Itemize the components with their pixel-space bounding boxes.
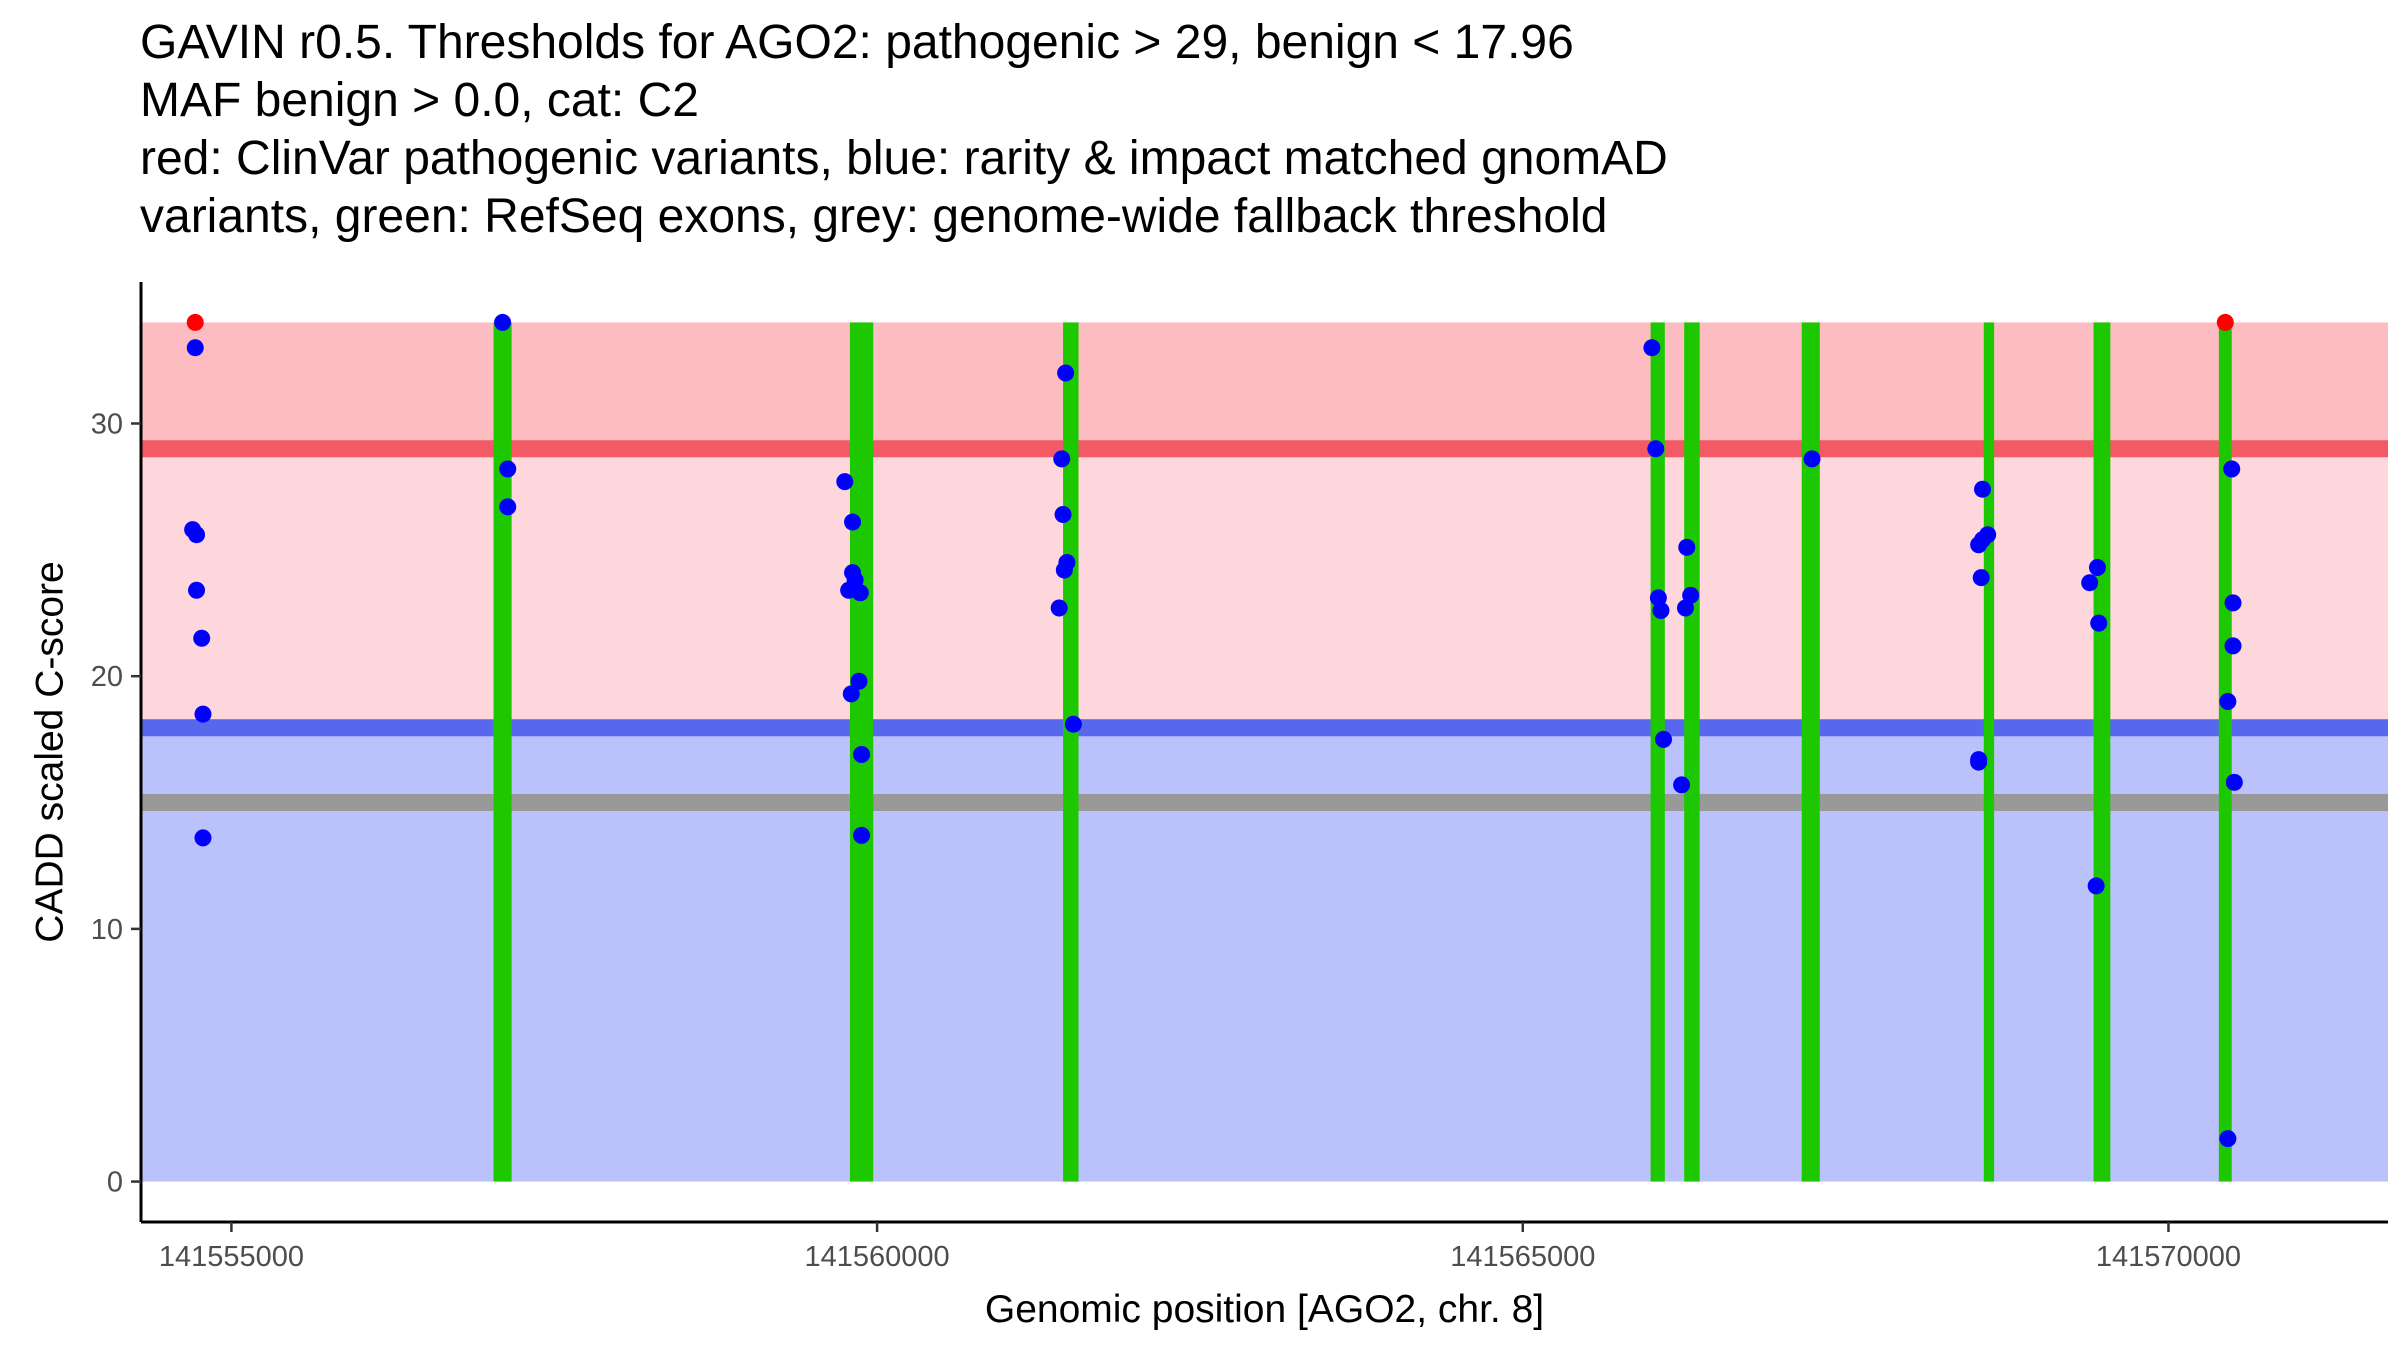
gnomad-point	[1678, 538, 1696, 556]
gnomad-point	[2219, 692, 2237, 710]
uncertain-region	[141, 448, 2388, 728]
gnomad-point	[1974, 480, 1992, 498]
gnomad-point	[194, 829, 212, 847]
x-axis-title: Genomic position [AGO2, chr. 8]	[985, 1288, 1544, 1331]
exon-bar	[2218, 322, 2232, 1182]
gnomad-point	[1064, 715, 1082, 733]
clinvar-point	[2216, 313, 2234, 331]
gnomad-point	[499, 460, 517, 478]
gnomad-point	[1803, 450, 1821, 468]
gnomad-point	[2090, 614, 2108, 632]
pathogenic-region	[141, 322, 2388, 449]
title-line: GAVIN r0.5. Thresholds for AGO2: pathoge…	[140, 16, 1574, 69]
gnomad-point	[1055, 561, 1073, 579]
gnomad-point	[494, 313, 512, 331]
y-axis-title: CADD scaled C-score	[28, 561, 71, 942]
gnomad-point	[853, 746, 871, 764]
gnomad-point	[850, 672, 868, 690]
gnomad-point	[1652, 601, 1670, 619]
gnomad-point	[2088, 559, 2106, 577]
exon-bar	[1801, 322, 1820, 1182]
gnomad-point	[1053, 450, 1071, 468]
gnomad-point	[1649, 589, 1667, 607]
gnomad-point	[853, 826, 871, 844]
gnomad-point	[836, 473, 854, 491]
exon-bar	[1684, 322, 1700, 1182]
gnomad-point	[193, 629, 211, 647]
title-line: MAF benign > 0.0, cat: C2	[140, 74, 699, 127]
gnomad-point	[1057, 364, 1075, 382]
gnomad-point	[1970, 536, 1988, 554]
gnomad-point	[2223, 460, 2241, 478]
gnomad-point	[1054, 505, 1072, 523]
gnomad-point	[1972, 569, 1990, 587]
gnomad-point	[188, 526, 206, 544]
gnomad-point	[2224, 594, 2242, 612]
title-line: red: ClinVar pathogenic variants, blue: …	[140, 132, 1668, 185]
gnomad-point	[1050, 599, 1068, 617]
gnomad-point	[194, 705, 212, 723]
y-tick-label: 30	[91, 409, 123, 441]
gnomad-point	[1655, 730, 1673, 748]
gnomad-point	[2219, 1130, 2237, 1148]
variant-points	[184, 313, 2243, 1148]
gnomad-point	[1647, 440, 1665, 458]
exon-bar	[493, 322, 512, 1182]
x-tick-label: 141570000	[2096, 1241, 2241, 1273]
gnomad-point	[186, 339, 204, 357]
gnomad-point	[1970, 753, 1988, 771]
y-tick-label: 20	[91, 661, 123, 693]
y-tick-label: 10	[91, 914, 123, 946]
x-tick-label: 141560000	[805, 1241, 950, 1273]
gnomad-point	[1673, 776, 1691, 794]
gnomad-point	[2087, 877, 2105, 895]
gnomad-point	[2081, 574, 2099, 592]
gnomad-point	[851, 584, 869, 602]
x-tick-label: 141555000	[159, 1241, 304, 1273]
gnomad-point	[499, 498, 517, 516]
y-tick-label: 0	[107, 1167, 123, 1199]
exon-bar	[1983, 322, 1995, 1182]
gnomad-point	[842, 685, 860, 703]
chart-title: GAVIN r0.5. Thresholds for AGO2: pathoge…	[140, 14, 2380, 246]
clinvar-point	[186, 313, 204, 331]
exon-bar	[1063, 322, 1079, 1182]
gnomad-point	[188, 581, 206, 599]
exon-bar	[2093, 322, 2111, 1182]
gnomad-point	[2225, 773, 2243, 791]
exon-bars	[493, 322, 2232, 1182]
axes: 0 10 20 30 141555000 141560000 141565000 141570…	[91, 282, 2388, 1273]
threshold-lines	[141, 440, 2388, 812]
gnomad-point	[1643, 339, 1661, 357]
gnomad-point	[844, 513, 862, 531]
title-line: variants, green: RefSeq exons, grey: gen…	[140, 190, 1608, 243]
x-tick-label: 141565000	[1450, 1241, 1595, 1273]
gnomad-point	[1676, 599, 1694, 617]
exon-bar	[1650, 322, 1665, 1182]
gnomad-point	[2224, 637, 2242, 655]
